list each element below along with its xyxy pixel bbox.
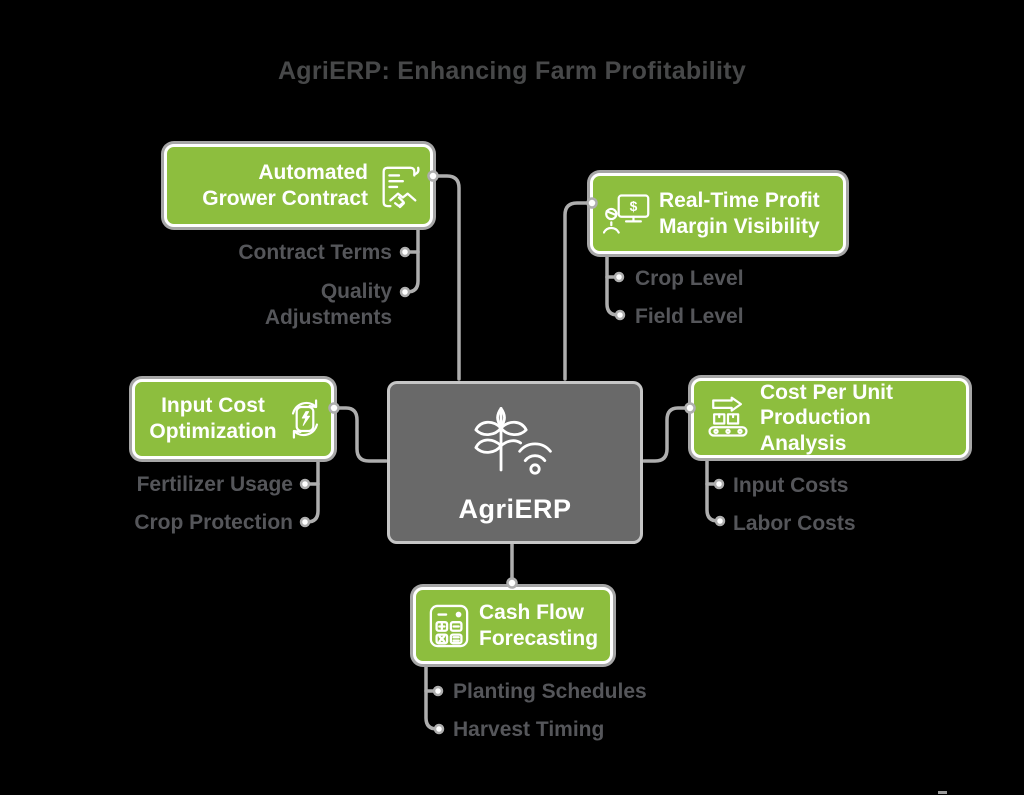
branch-real-time-profit-margin[interactable]: $ Real-Time Profit Margin Visibility xyxy=(590,173,846,254)
sub-item-input-costs[interactable]: Input Costs xyxy=(733,474,849,497)
cropped-watermark-fragment xyxy=(938,791,947,794)
sub-item-contract-terms[interactable]: Contract Terms xyxy=(238,241,392,264)
branch-cash-flow-forecasting[interactable]: Cash Flow Forecasting xyxy=(413,587,613,664)
branch-label: Cost Per Unit Production Analysis xyxy=(760,380,894,455)
sub-item-harvest-timing[interactable]: Harvest Timing xyxy=(453,718,605,741)
center-node-agrierp[interactable]: AgriERP xyxy=(387,381,643,544)
branch-input-cost-optimization[interactable]: Input Cost Optimization xyxy=(132,379,334,459)
sub-item-fertilizer-usage[interactable]: Fertilizer Usage xyxy=(136,473,293,496)
calculator-icon xyxy=(428,603,470,649)
branch-cost-per-unit-production[interactable]: Cost Per Unit Production Analysis xyxy=(691,378,969,458)
center-node-label: AgriERP xyxy=(458,493,572,524)
optimization-cycle-icon xyxy=(285,395,325,443)
sub-item-labor-costs[interactable]: Labor Costs xyxy=(733,512,856,535)
profit-monitor-icon: $ xyxy=(603,192,651,236)
branch-label: Input Cost Optimization xyxy=(149,394,277,443)
contract-handshake-icon xyxy=(376,162,422,210)
plant-wifi-icon xyxy=(463,401,567,488)
page-title: AgriERP: Enhancing Farm Profitability xyxy=(277,57,747,85)
sub-item-field-level[interactable]: Field Level xyxy=(635,305,744,328)
branch-label: Cash Flow Forecasting xyxy=(479,600,599,650)
svg-text:$: $ xyxy=(630,198,638,214)
sub-item-crop-protection[interactable]: Crop Protection xyxy=(134,511,293,534)
branch-automated-grower-contract[interactable]: Automated Grower Contract xyxy=(164,144,433,227)
sub-item-planting-schedules[interactable]: Planting Schedules xyxy=(453,680,647,703)
branch-label: Automated Grower Contract xyxy=(202,160,368,210)
sub-item-quality-adjustments[interactable]: Quality Adjustments xyxy=(264,280,392,330)
sub-item-crop-level[interactable]: Crop Level xyxy=(635,267,744,290)
branch-label: Real-Time Profit Margin Visibility xyxy=(659,188,820,238)
conveyor-production-icon xyxy=(704,395,752,441)
